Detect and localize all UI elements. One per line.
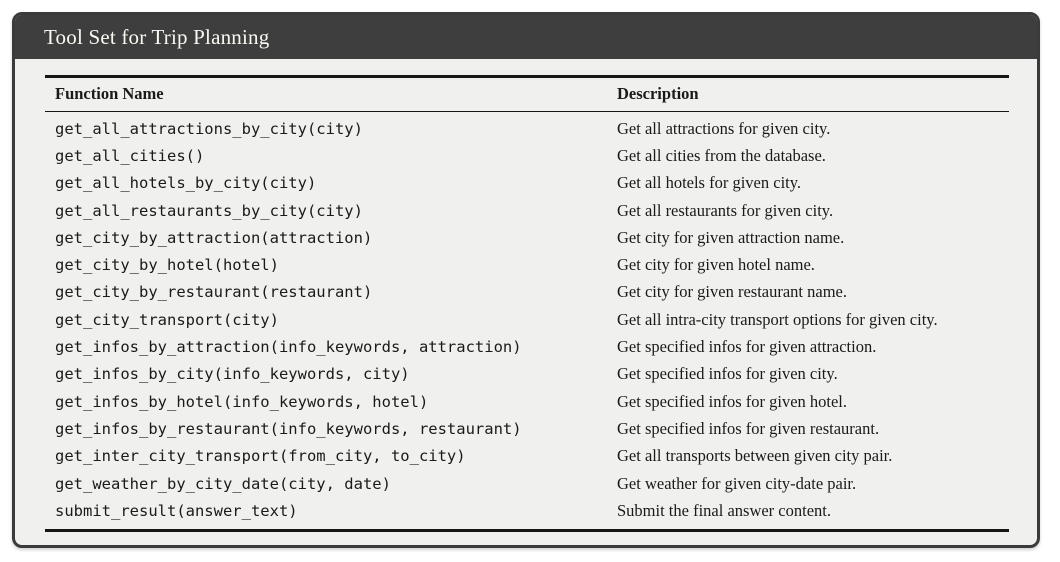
description-cell: Get all intra-city transport options for… (617, 309, 938, 329)
table-row: get_infos_by_attraction(info_keywords, a… (45, 333, 1009, 360)
description-column-header: Description (617, 84, 699, 103)
description-cell: Get all cities from the database. (617, 145, 826, 165)
description-cell: Get all hotels for given city. (617, 173, 802, 193)
table-row: get_all_attractions_by_city(city) Get al… (45, 115, 1009, 142)
description-cell: Get weather for given city-date pair. (617, 473, 857, 493)
table-row: get_infos_by_hotel(info_keywords, hotel)… (45, 388, 1009, 415)
table-row: submit_result(answer_text) Submit the fi… (45, 497, 1009, 524)
function-name-cell: get_city_transport(city) (55, 310, 279, 329)
function-name-cell: get_infos_by_restaurant(info_keywords, r… (55, 419, 522, 438)
panel-body: Function Name Description get_all_attrac… (15, 59, 1037, 532)
function-name-cell: get_city_by_restaurant(restaurant) (55, 283, 373, 302)
description-cell: Get all attractions for given city. (617, 118, 831, 138)
function-name-cell: get_infos_by_city(info_keywords, city) (55, 365, 410, 384)
function-name-cell: get_all_restaurants_by_city(city) (55, 201, 363, 220)
description-cell: Submit the final answer content. (617, 500, 831, 520)
function-name-cell: submit_result(answer_text) (55, 501, 298, 520)
description-cell: Get specified infos for given city. (617, 364, 838, 384)
table-header-rule (45, 110, 1009, 112)
table-row: get_weather_by_city_date(city, date) Get… (45, 470, 1009, 497)
function-name-cell: get_city_by_hotel(hotel) (55, 256, 279, 275)
function-name-cell: get_all_attractions_by_city(city) (55, 119, 363, 138)
table-row: get_all_hotels_by_city(city) Get all hot… (45, 170, 1009, 197)
description-cell: Get all transports between given city pa… (617, 446, 893, 466)
table-row: get_city_transport(city) Get all intra-c… (45, 306, 1009, 333)
table-row: get_infos_by_restaurant(info_keywords, r… (45, 415, 1009, 442)
table-row: get_city_by_hotel(hotel) Get city for gi… (45, 251, 1009, 278)
toolset-panel: Tool Set for Trip Planning Function Name… (12, 12, 1040, 548)
description-cell: Get city for given hotel name. (617, 255, 815, 275)
function-name-cell: get_all_cities() (55, 146, 205, 165)
function-name-cell: get_infos_by_attraction(info_keywords, a… (55, 338, 522, 357)
table-top-rule (45, 75, 1009, 78)
panel-title-bar: Tool Set for Trip Planning (15, 15, 1037, 59)
table-row: get_inter_city_transport(from_city, to_c… (45, 443, 1009, 470)
table-bottom-rule (45, 529, 1009, 532)
panel-title: Tool Set for Trip Planning (44, 24, 270, 49)
table-row: get_infos_by_city(info_keywords, city) G… (45, 361, 1009, 388)
description-cell: Get specified infos for given hotel. (617, 391, 848, 411)
description-cell: Get city for given attraction name. (617, 227, 845, 247)
table-row: get_city_by_attraction(attraction) Get c… (45, 224, 1009, 251)
function-name-cell: get_city_by_attraction(attraction) (55, 228, 373, 247)
description-cell: Get all restaurants for given city. (617, 200, 834, 220)
table-row: get_city_by_restaurant(restaurant) Get c… (45, 279, 1009, 306)
function-name-cell: get_infos_by_hotel(info_keywords, hotel) (55, 392, 429, 411)
function-table: Function Name Description get_all_attrac… (45, 75, 1009, 532)
description-cell: Get specified infos for given restaurant… (617, 418, 880, 438)
table-rows-container: get_all_attractions_by_city(city) Get al… (45, 112, 1009, 529)
description-cell: Get city for given restaurant name. (617, 282, 847, 302)
table-header-row: Function Name Description (45, 78, 1009, 111)
function-name-cell: get_inter_city_transport(from_city, to_c… (55, 447, 466, 466)
function-name-column-header: Function Name (55, 84, 164, 103)
table-row: get_all_restaurants_by_city(city) Get al… (45, 197, 1009, 224)
table-row: get_all_cities() Get all cities from the… (45, 142, 1009, 169)
function-name-cell: get_all_hotels_by_city(city) (55, 174, 317, 193)
function-name-cell: get_weather_by_city_date(city, date) (55, 474, 391, 493)
description-cell: Get specified infos for given attraction… (617, 337, 877, 357)
